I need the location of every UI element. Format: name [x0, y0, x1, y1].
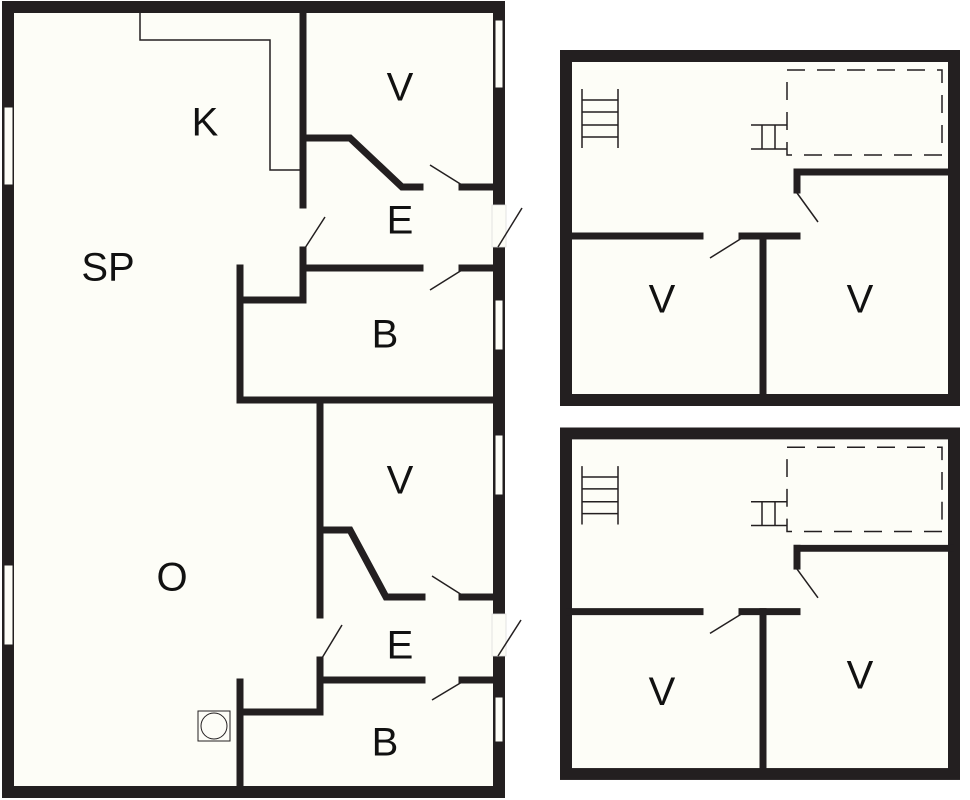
room-label-bedroom: V	[387, 459, 414, 503]
door-swing	[431, 575, 463, 596]
room-label-bedroom: V	[387, 66, 414, 110]
boiler-circle	[200, 712, 228, 740]
room-label-entry: E	[387, 199, 414, 243]
room-label-kitchen: K	[192, 101, 219, 145]
door-swing	[304, 216, 326, 249]
ground-floor-plan: K V E SP B V O E B	[2, 1, 523, 798]
door-swing	[429, 269, 463, 291]
outer-walls	[2, 1, 505, 798]
room-label-bath: B	[372, 721, 399, 765]
interior-wall	[302, 134, 424, 191]
upper-floor-plan-1: V V	[566, 56, 954, 400]
room-label-bath: B	[372, 313, 399, 357]
room-label-entry: E	[387, 624, 414, 668]
door-swing	[497, 619, 522, 657]
room-label-other: O	[156, 556, 187, 600]
boiler-icon	[197, 710, 231, 742]
door-swing	[321, 624, 343, 659]
window	[494, 434, 504, 496]
upper-floor-plan-2: V V	[566, 433, 954, 774]
entry-door-opening	[491, 613, 507, 657]
kitchen-counter	[139, 13, 302, 171]
interior-wall	[319, 526, 426, 601]
window	[494, 19, 504, 89]
room-label-bedroom: V	[847, 654, 874, 698]
upper-floor-walls-stairs	[566, 433, 954, 774]
upper-floor-walls-stairs	[566, 56, 954, 400]
room-label-living: SP	[81, 246, 134, 290]
window	[494, 696, 504, 743]
window	[494, 299, 504, 351]
door-swing	[431, 681, 463, 701]
interior-wall	[236, 264, 498, 404]
door-swing	[429, 164, 463, 186]
window	[3, 106, 14, 186]
door-swing	[497, 207, 523, 248]
room-label-bedroom: V	[649, 278, 676, 322]
entry-door-opening	[491, 204, 507, 248]
window	[3, 564, 14, 646]
room-label-bedroom: V	[847, 278, 874, 322]
room-label-bedroom: V	[649, 670, 676, 714]
